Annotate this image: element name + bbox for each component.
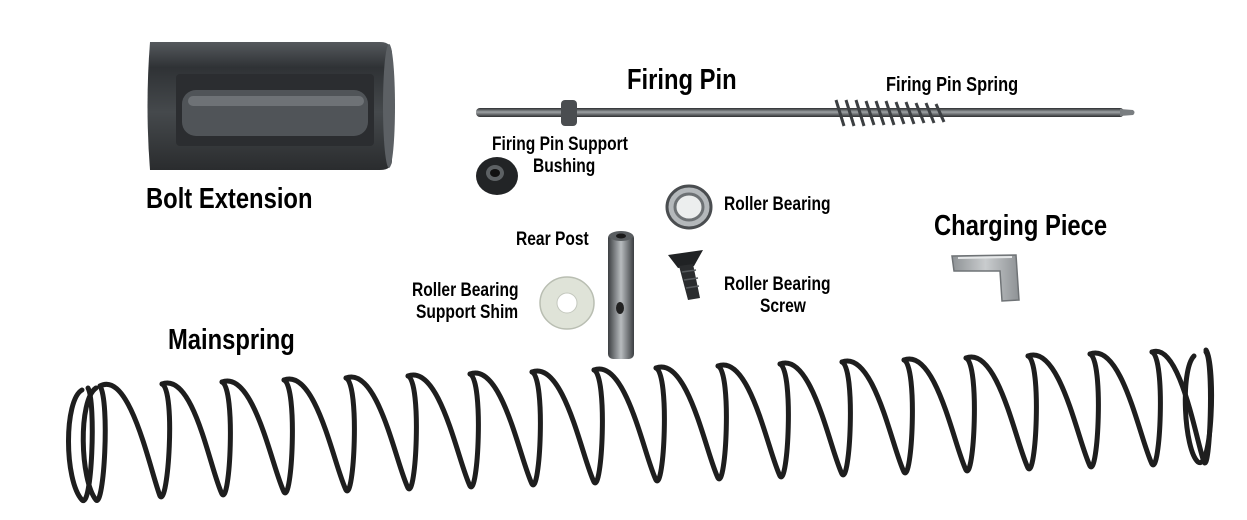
roller-bearing-support-shim-label-line2: Support Shim [416, 302, 519, 323]
mainspring-part [66, 347, 1214, 503]
roller-bearing-screw-label-line1: Roller Bearing [724, 274, 831, 295]
firing-pin-support-bushing-label-line2: Bushing [533, 156, 596, 177]
roller-bearing-support-shim-label-line1: Roller Bearing [412, 280, 519, 301]
firing-pin-label: Firing Pin [627, 64, 737, 96]
rear-post-part [608, 231, 634, 359]
roller-bearing-screw-label-line2: Screw [760, 296, 806, 317]
firing-pin-support-bushing-label-line1: Firing Pin Support [492, 134, 628, 155]
mainspring-label: Mainspring [168, 324, 295, 356]
charging-piece-part [951, 254, 1020, 302]
roller-bearing-part [665, 184, 713, 230]
firing-pin-spring-part [834, 99, 946, 127]
firing-pin-support-bushing-part [476, 157, 518, 195]
rear-post-label: Rear Post [516, 229, 589, 250]
roller-bearing-screw-part [668, 250, 703, 300]
bolt-extension-part [147, 42, 395, 170]
roller-bearing-support-shim-part [539, 276, 595, 330]
charging-piece-label: Charging Piece [934, 210, 1108, 242]
firing-pin-spring-label: Firing Pin Spring [886, 74, 1019, 96]
roller-bearing-label: Roller Bearing [724, 194, 831, 215]
firing-pin-part [476, 100, 1135, 126]
bolt-extension-label: Bolt Extension [146, 183, 313, 215]
